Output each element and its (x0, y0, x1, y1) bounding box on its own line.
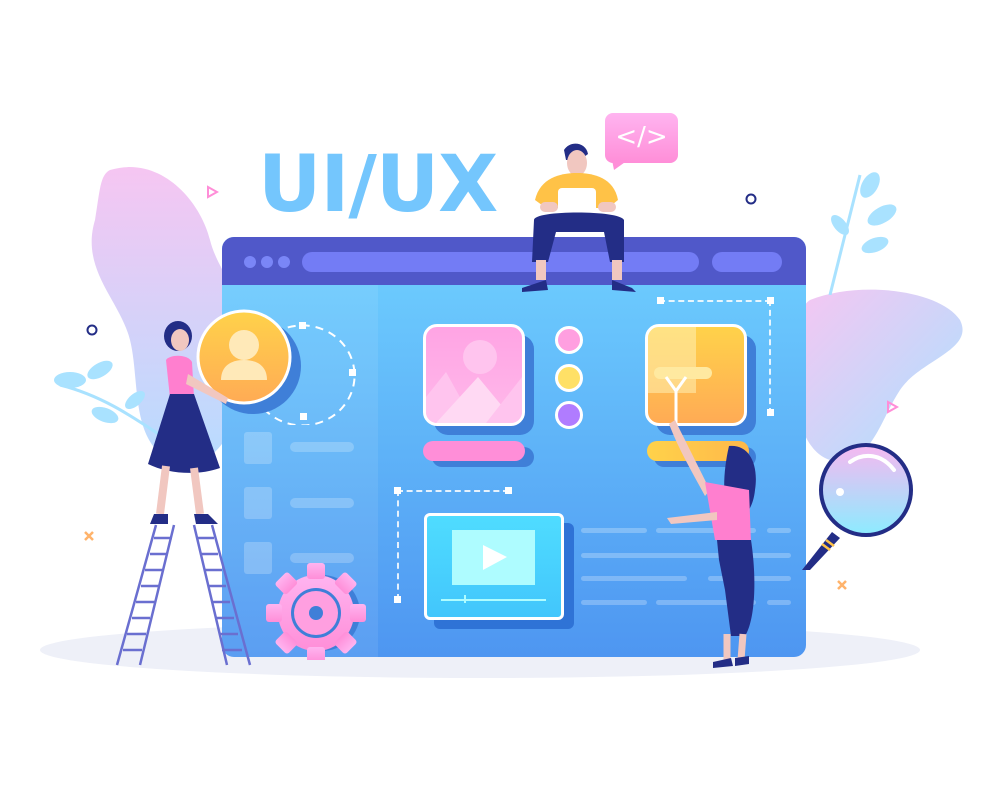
layout-caption-bar (647, 441, 749, 461)
text-line (767, 600, 791, 605)
selection-handle (767, 409, 774, 416)
image-caption-bar (423, 441, 525, 461)
avatar-selection-ring (264, 322, 356, 425)
standing-woman-figure (667, 420, 756, 668)
video-play-icon[interactable] (452, 530, 535, 585)
background-blob-right (796, 289, 963, 462)
selection-handle (657, 297, 664, 304)
sidebar-item-line (290, 553, 354, 563)
sidebar-item-thumb (244, 487, 272, 519)
image-placeholder-icon (426, 340, 522, 423)
cross-decor-icon (837, 580, 847, 590)
cross-decor-icon (84, 531, 94, 541)
user-avatar-icon (196, 309, 292, 405)
video-selection-box (397, 490, 509, 600)
sidebar-item-thumb (244, 432, 272, 464)
woman-on-ladder-figure (148, 321, 228, 524)
text-line (581, 528, 647, 533)
leaf-left-icon (54, 360, 160, 437)
magnifier-icon (802, 443, 913, 570)
text-cursor-icon (664, 376, 688, 423)
color-swatch-purple[interactable] (555, 401, 583, 429)
window-titlebar (222, 237, 806, 285)
triangle-decor-icon (887, 400, 899, 414)
circle-decor-icon (745, 193, 757, 205)
color-swatch-yellow[interactable] (555, 364, 583, 392)
layout-block (648, 327, 696, 393)
video-screen (452, 530, 535, 585)
selection-handle (505, 487, 512, 494)
text-line (656, 600, 756, 605)
address-bar (302, 252, 699, 272)
bubble-tail (612, 160, 628, 170)
gear-icon (266, 563, 366, 660)
triangle-decor-icon (207, 185, 219, 199)
selection-handle (767, 297, 774, 304)
image-card (423, 324, 525, 426)
sidebar-item-line (290, 442, 354, 452)
color-swatch-pink[interactable] (555, 326, 583, 354)
code-icon: </> (615, 122, 668, 152)
sidebar-item-line (290, 498, 354, 508)
video-player-card[interactable] (424, 513, 564, 620)
text-line (581, 600, 647, 605)
text-line (656, 528, 756, 533)
selection-handle (394, 596, 401, 603)
code-speech-bubble: </> (605, 113, 678, 163)
selection-handle (394, 487, 401, 494)
window-dot (244, 256, 256, 268)
window-dot (261, 256, 273, 268)
video-progress-knob[interactable] (464, 595, 466, 603)
leaf-right-icon (828, 172, 897, 295)
selection-box (659, 300, 771, 414)
sidebar-item-thumb (244, 542, 272, 574)
ladder (115, 524, 252, 666)
headline-title: UI/UX (258, 140, 498, 230)
video-progress-bar[interactable] (441, 599, 546, 601)
window-dot (278, 256, 290, 268)
window-button-bar (712, 252, 782, 272)
text-line (767, 528, 791, 533)
text-line (581, 553, 791, 558)
sitting-man-figure (522, 143, 636, 292)
circle-decor-icon (86, 324, 98, 336)
text-line (581, 576, 687, 581)
text-cursor-bar (654, 367, 712, 379)
layout-card (645, 324, 747, 426)
